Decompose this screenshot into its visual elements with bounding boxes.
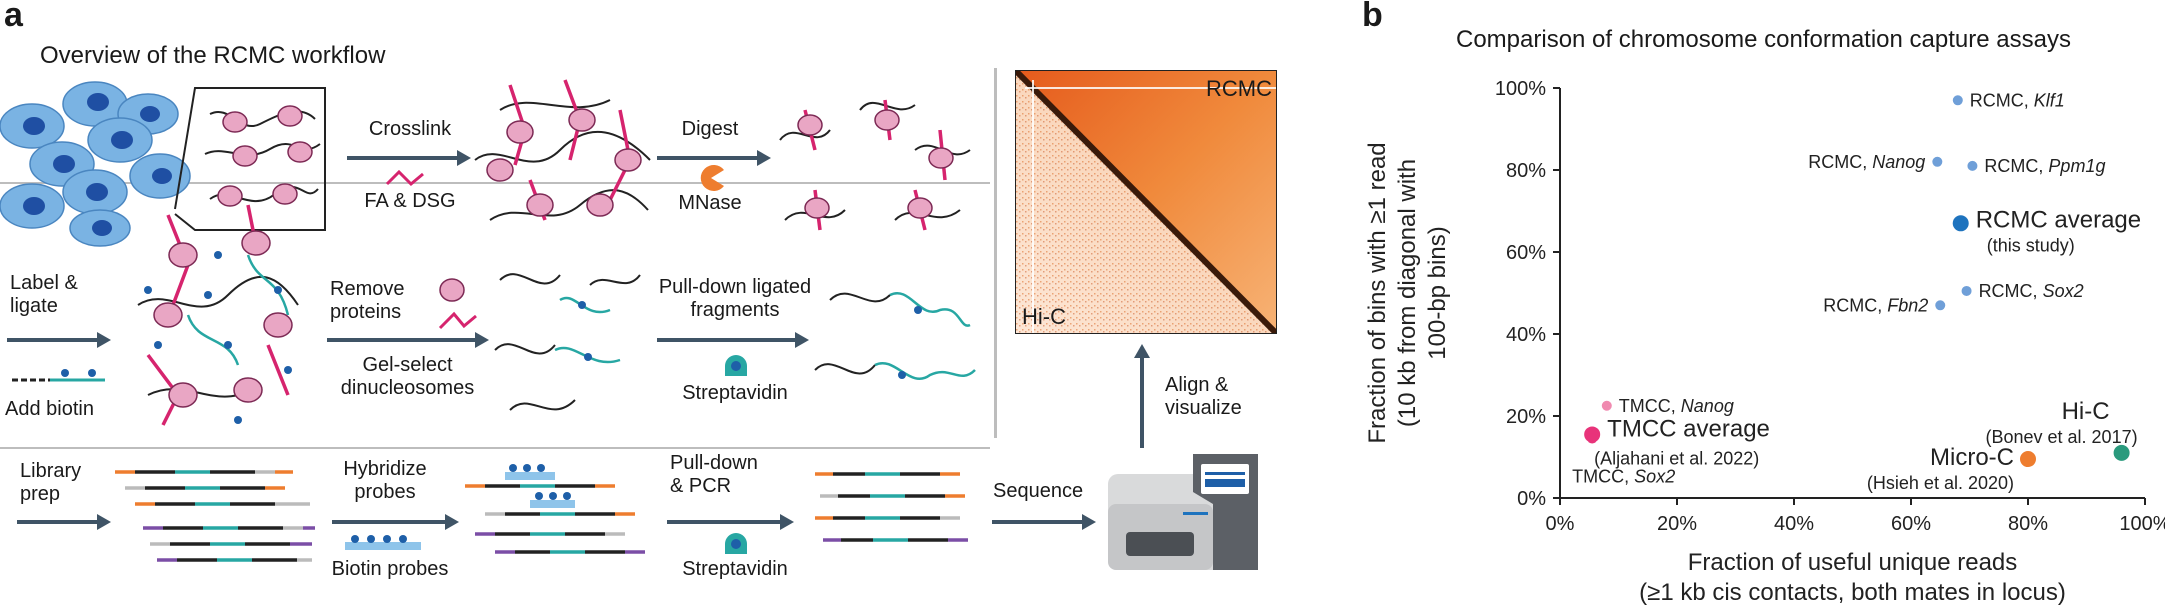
scatter-chart: 0% 20% 40% 60% 80% 100% 0% 20% 40% 60% 80% 100% Frac… xyxy=(1364,78,2165,606)
removed-protein-icon xyxy=(438,278,477,330)
digest-label: Digest xyxy=(681,118,739,140)
y-axis-label: 100-bp bins) xyxy=(1424,226,1451,359)
mnase-icon xyxy=(700,165,724,191)
point-label: TMCC average xyxy=(1607,415,1770,442)
map-lower-label: Hi-C xyxy=(1022,304,1066,329)
data-point xyxy=(2113,444,2130,461)
crosslinker-icon xyxy=(385,169,424,187)
x-tick-label: 60% xyxy=(1891,513,1931,535)
biotin-probes-label: Biotin probes xyxy=(331,558,449,580)
cells-illustration xyxy=(0,81,191,247)
y-tick-label: 80% xyxy=(1506,160,1546,182)
label-ligate-label: Label & ligate xyxy=(10,272,78,317)
library-fragments xyxy=(115,470,315,562)
data-point xyxy=(1952,215,1969,232)
crosslink-agent-label: FA & DSG xyxy=(364,190,456,212)
data-point xyxy=(1961,285,1972,296)
data-point xyxy=(1952,95,1963,106)
map-separator xyxy=(994,68,997,438)
point-label: Micro-C xyxy=(1930,444,2014,471)
library-prep-label: Library prep xyxy=(20,460,82,505)
nucleus-zoom xyxy=(174,87,326,231)
y-axis-label: Fraction of bins with ≥1 read xyxy=(1364,142,1391,443)
y-tick-label: 40% xyxy=(1506,324,1546,346)
point-sublabel: (Hsieh et al. 2020) xyxy=(1867,473,2014,493)
y-tick-label: 100% xyxy=(1495,78,1546,100)
point-label: RCMC, Nanog xyxy=(1808,152,1925,172)
streptavidin-icon-1 xyxy=(725,355,747,376)
point-label: Hi-C xyxy=(2062,398,2110,425)
point-label: TMCC, Sox2 xyxy=(1572,467,1675,487)
crosslinked-chromatin xyxy=(474,79,651,221)
dinucleosome-dna xyxy=(494,273,641,411)
data-point xyxy=(1601,400,1612,411)
data-point xyxy=(1935,300,1946,311)
x-tick-label: 80% xyxy=(2008,513,2048,535)
pulldown-pcr-label: Pull-down & PCR xyxy=(670,452,758,497)
sequence-label: Sequence xyxy=(993,480,1084,502)
data-point xyxy=(1587,433,1598,444)
x-axis-label: Fraction of useful unique reads xyxy=(1688,549,2018,576)
point-label: RCMC average xyxy=(1976,206,2141,233)
map-upper-label: RCMC xyxy=(1206,76,1272,101)
point-label: RCMC, Ppm1g xyxy=(1984,156,2105,176)
gel-select-label: Gel-select dinucleosomes xyxy=(340,354,475,399)
streptavidin-label-1: Streptavidin xyxy=(682,382,788,404)
point-sublabel: (Aljahani et al. 2022) xyxy=(1594,448,1759,468)
digested-fragments xyxy=(779,99,971,231)
arrow-digest xyxy=(657,150,771,166)
align-label: Align & visualize xyxy=(1165,374,1242,419)
pulled-down-fragments xyxy=(814,292,976,381)
y-tick-label: 20% xyxy=(1506,406,1546,428)
data-point xyxy=(1932,156,1943,167)
data-point xyxy=(1967,160,1978,171)
add-biotin-label: Add biotin xyxy=(5,398,94,420)
panel-a-title: Overview of the RCMC workflow xyxy=(40,42,386,69)
point-label: RCMC, Fbn2 xyxy=(1823,295,1928,315)
row-separator-1 xyxy=(0,182,990,184)
arrow-crosslink xyxy=(347,150,471,166)
remove-proteins-label: Remove proteins xyxy=(330,278,405,323)
point-sublabel: (Bonev et al. 2017) xyxy=(1985,427,2137,447)
arrow-library-prep xyxy=(17,514,111,530)
hybridize-label: Hybridize probes xyxy=(343,458,427,503)
point-label: TMCC, Nanog xyxy=(1619,396,1734,416)
panel-b-letter: b xyxy=(1362,0,1383,34)
arrow-sequence xyxy=(992,514,1096,530)
streptavidin-icon-2 xyxy=(725,533,747,554)
biotin-linker-icon xyxy=(12,369,105,382)
point-sublabel: (this study) xyxy=(1987,235,2075,255)
hybridized-fragments xyxy=(465,464,645,554)
streptavidin-label-2: Streptavidin xyxy=(682,558,788,580)
pulldown-ligated-label: Pull-down ligated fragments xyxy=(658,276,812,321)
arrow-pulldown-ligated xyxy=(657,332,809,348)
sequencer-icon xyxy=(1108,454,1258,570)
x-tick-label: 100% xyxy=(2119,513,2165,535)
crosslink-label: Crosslink xyxy=(368,118,452,140)
amplified-fragments xyxy=(815,472,968,542)
digest-agent-label: MNase xyxy=(678,192,742,214)
arrow-hybridize xyxy=(332,514,459,530)
arrow-label-ligate xyxy=(7,332,111,348)
x-tick-label: 20% xyxy=(1657,513,1697,535)
arrow-pulldown-pcr xyxy=(667,514,794,530)
point-label: RCMC, Klf1 xyxy=(1970,90,2065,110)
data-point xyxy=(2020,451,2036,468)
arrow-align xyxy=(1134,344,1150,448)
y-axis-label: (10 kb from diagonal with xyxy=(1394,159,1421,427)
biotin-probes-icon xyxy=(345,535,421,550)
point-label: RCMC, Sox2 xyxy=(1979,281,2084,301)
labeled-chromatin xyxy=(137,204,299,426)
y-tick-label: 60% xyxy=(1506,242,1546,264)
panel-b-title: Comparison of chromosome conformation ca… xyxy=(1456,26,2071,53)
contact-map xyxy=(1015,70,1277,334)
arrow-remove-proteins xyxy=(327,332,489,348)
y-tick-label: 0% xyxy=(1517,488,1546,510)
row-separator-2 xyxy=(0,447,990,449)
x-tick-label: 0% xyxy=(1546,513,1575,535)
x-axis-label: (≥1 kb cis contacts, both mates in locus… xyxy=(1639,579,2066,606)
x-tick-label: 40% xyxy=(1774,513,1814,535)
panel-a-letter: a xyxy=(4,0,23,34)
